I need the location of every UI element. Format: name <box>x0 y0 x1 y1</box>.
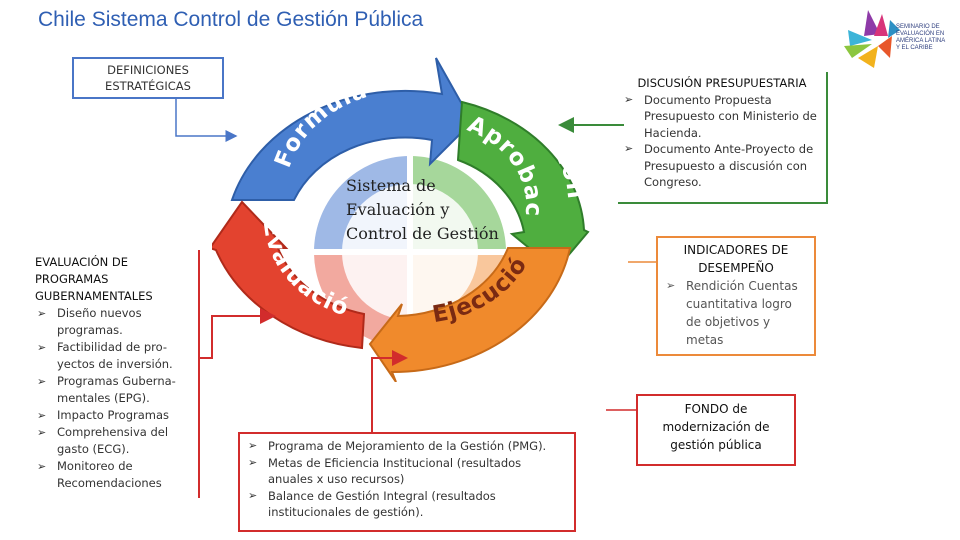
definiciones-box: DEFINICIONES ESTRATÉGICAS <box>72 57 224 99</box>
evaluacion-item: Factibilidad de pro-yectos de inversión. <box>35 339 193 373</box>
evaluacion-connector <box>198 316 274 358</box>
pmg-connector <box>372 358 406 438</box>
fondo-box: FONDO de modernización de gestión públic… <box>636 394 796 466</box>
evaluacion-box: EVALUACIÓN DE PROGRAMAS GUBERNAMENTALES … <box>30 250 200 498</box>
definiciones-connector <box>176 98 236 136</box>
evaluacion-item: Diseño nuevos programas. <box>35 305 193 339</box>
discusion-title: DISCUSIÓN PRESUPUESTARIA <box>622 75 822 92</box>
indicadores-item: Rendición Cuentas cuantitativa logro de … <box>664 277 808 349</box>
evaluacion-item: Programas Guberna-mentales (EPG). <box>35 373 193 407</box>
evaluacion-title: EVALUACIÓN DE PROGRAMAS GUBERNAMENTALES <box>35 254 193 305</box>
definiciones-line1: DEFINICIONES <box>74 62 222 78</box>
pmg-item: Balance de Gestión Integral (resultados … <box>246 488 568 521</box>
evaluacion-item: Impacto Programas <box>35 407 193 424</box>
evaluacion-item: Monitoreo de Recomendaciones <box>35 458 193 492</box>
pmg-box: Programa de Mejoramiento de la Gestión (… <box>238 432 576 532</box>
indicadores-title: INDICADORES DE DESEMPEÑO <box>664 241 808 277</box>
pmg-item: Programa de Mejoramiento de la Gestión (… <box>246 438 568 455</box>
discusion-box: DISCUSIÓN PRESUPUESTARIA Documento Propu… <box>618 72 828 204</box>
pmg-item: Metas de Eficiencia Institucional (resul… <box>246 455 568 488</box>
indicadores-box: INDICADORES DE DESEMPEÑO Rendición Cuent… <box>656 236 816 356</box>
definiciones-line2: ESTRATÉGICAS <box>74 78 222 94</box>
discusion-item: Documento Propuesta Presupuesto con Mini… <box>622 92 822 142</box>
evaluacion-item: Comprehensiva del gasto (ECG). <box>35 424 193 458</box>
fondo-text: FONDO de modernización de gestión públic… <box>652 400 780 454</box>
discusion-item: Documento Ante-Proyecto de Presupuesto a… <box>622 141 822 191</box>
